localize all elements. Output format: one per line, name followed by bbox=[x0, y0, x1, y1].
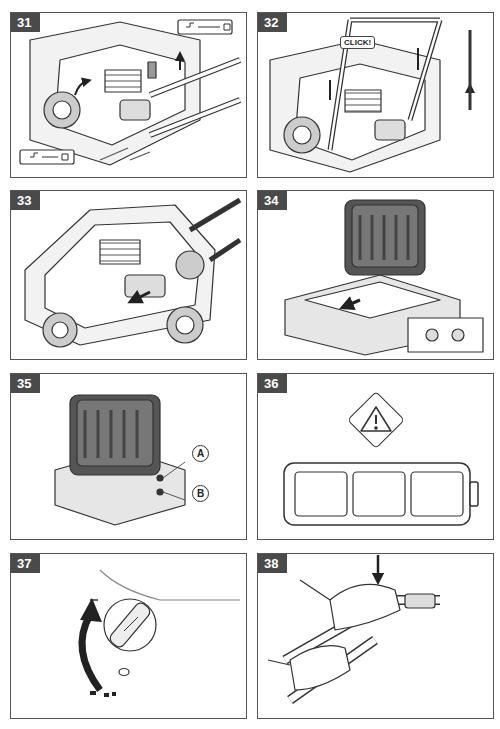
dial-37 bbox=[80, 570, 240, 695]
hands-on-handle-38 bbox=[268, 555, 440, 700]
figure-panel: 38 bbox=[257, 553, 494, 719]
figure-number: 33 bbox=[11, 191, 40, 210]
figure-panel: 33 bbox=[10, 190, 247, 360]
figure-number: 32 bbox=[258, 13, 287, 32]
battery-on-charger-35 bbox=[55, 395, 185, 525]
callout-letter: A bbox=[197, 449, 204, 459]
battery-charger-34 bbox=[285, 200, 483, 355]
click-badge: CLICK! bbox=[340, 36, 375, 49]
figure-panel: 31 bbox=[10, 12, 247, 178]
figure-number: 37 bbox=[11, 554, 40, 573]
figure-number: 36 bbox=[258, 374, 287, 393]
figure-number: 38 bbox=[258, 554, 287, 573]
figure-panel: 36 bbox=[257, 373, 494, 540]
warning-battery-36 bbox=[284, 392, 478, 525]
figure-panel: 37 bbox=[10, 553, 247, 719]
figure-number: 35 bbox=[11, 374, 40, 393]
figure-number: 31 bbox=[11, 13, 40, 32]
figure-panel: 35A B bbox=[10, 373, 247, 540]
figure-panel: 34 bbox=[257, 190, 494, 360]
mower-handle-32 bbox=[270, 20, 470, 172]
callout-circle: A bbox=[192, 445, 209, 462]
mower-top-31 bbox=[20, 20, 240, 165]
mower-perspective-33 bbox=[25, 200, 240, 347]
figure-number: 34 bbox=[258, 191, 287, 210]
callout-letter: B bbox=[197, 489, 204, 499]
figure-panel: 32 bbox=[257, 12, 494, 178]
callout-circle: B bbox=[192, 485, 209, 502]
